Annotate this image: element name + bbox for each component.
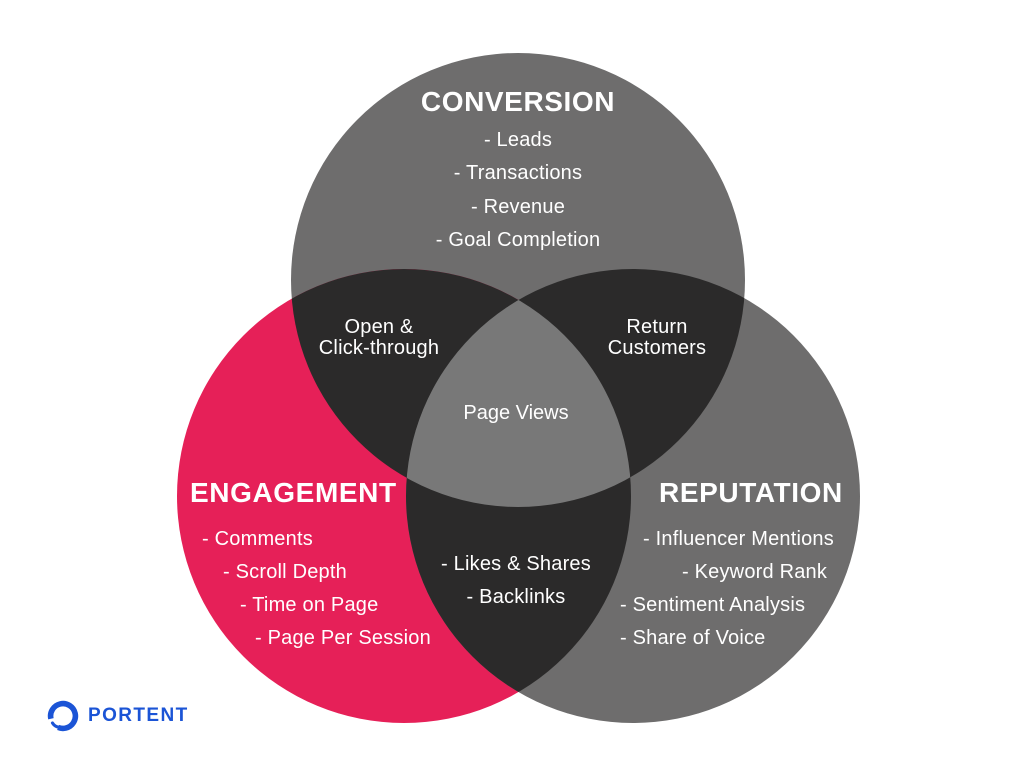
reputation-title: REPUTATION bbox=[659, 477, 843, 508]
engagement-reputation-overlap-label: - Likes & Shares - Backlinks bbox=[441, 548, 591, 614]
engagement-item: - Scroll Depth bbox=[223, 561, 347, 583]
conversion-engagement-overlap-label: Open & Click-through bbox=[319, 317, 439, 359]
overlap-label-line: Customers bbox=[607, 337, 707, 359]
overlap-label-line: Return bbox=[626, 316, 688, 338]
reputation-item: - Influencer Mentions bbox=[643, 528, 834, 550]
overlap-label-line: - Backlinks bbox=[466, 586, 566, 608]
conversion-title: CONVERSION bbox=[420, 86, 616, 117]
overlap-label-line: - Likes & Shares bbox=[441, 553, 591, 575]
overlap-label-line: Click-through bbox=[318, 337, 440, 359]
logo-ring bbox=[47, 700, 79, 732]
conversion-item: - Transactions bbox=[453, 162, 583, 185]
portent-logo: PORTENT bbox=[47, 700, 189, 732]
portent-logo-text: PORTENT bbox=[88, 705, 189, 726]
conversion-item: - Revenue bbox=[470, 195, 566, 218]
logo-ring-tail bbox=[50, 721, 61, 729]
portent-logo-icon bbox=[47, 700, 79, 732]
engagement-title: ENGAGEMENT bbox=[190, 477, 397, 508]
engagement-item: - Time on Page bbox=[240, 594, 379, 616]
conversion-reputation-overlap-label: Return Customers bbox=[608, 317, 707, 359]
engagement-item: - Comments bbox=[202, 528, 313, 550]
engagement-item: - Page Per Session bbox=[255, 627, 431, 649]
overlap-label-line: Open & bbox=[344, 316, 414, 338]
conversion-item: - Leads bbox=[483, 129, 553, 151]
conversion-item-list: - Leads - Transactions - Revenue - Goal … bbox=[436, 124, 601, 258]
triple-overlap-label: Page Views bbox=[463, 402, 569, 424]
reputation-item: - Share of Voice bbox=[620, 627, 766, 649]
reputation-item: - Sentiment Analysis bbox=[620, 594, 806, 616]
reputation-item: - Keyword Rank bbox=[682, 561, 828, 583]
conversion-item: - Goal Completion bbox=[435, 229, 601, 252]
